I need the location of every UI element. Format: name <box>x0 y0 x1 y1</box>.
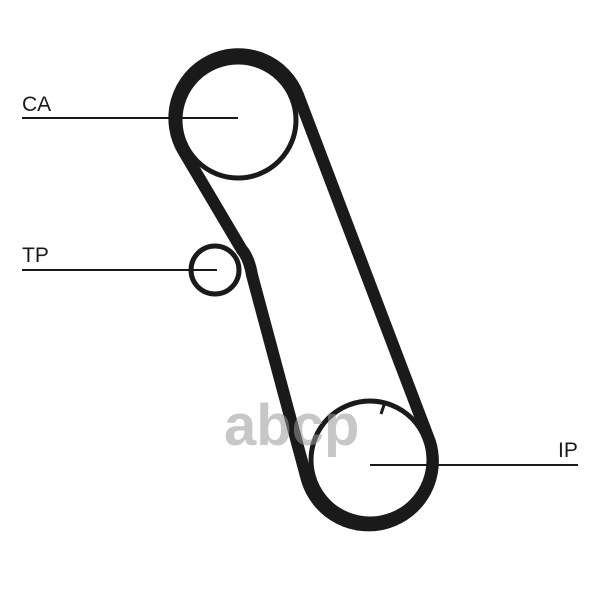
watermark-logo: abcp <box>224 393 359 458</box>
timing-belt <box>168 48 439 532</box>
timing-mark <box>379 401 387 415</box>
injection-pump-pulley <box>308 398 432 522</box>
injection-pump-label: IP <box>558 439 578 462</box>
camshaft-pulley <box>177 59 299 181</box>
camshaft-label: CA <box>22 93 51 116</box>
belt <box>168 48 439 532</box>
tensioner-label: TP <box>22 244 49 267</box>
